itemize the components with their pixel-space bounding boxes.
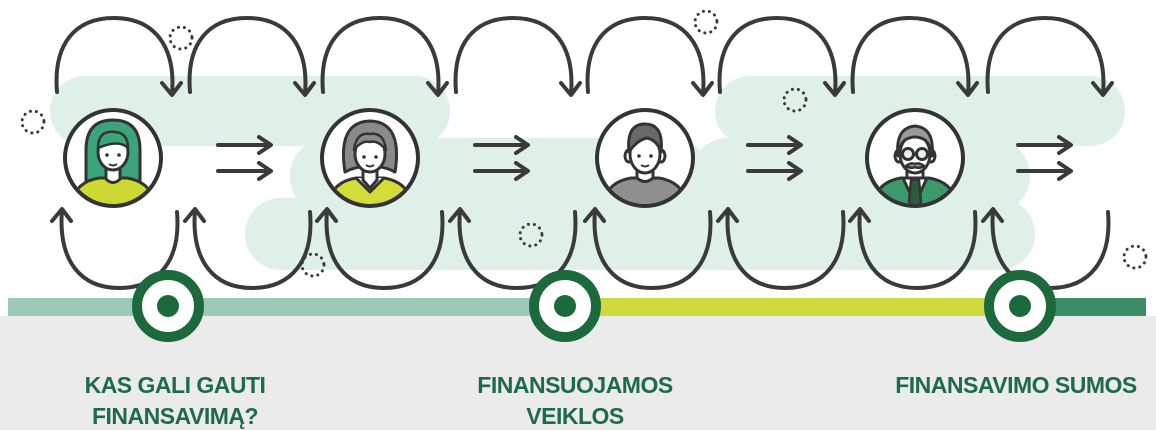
right-arrow-icon [1016,161,1073,181]
section-label-activities[interactable]: FINANSUOJAMOS VEIKLOS [425,370,725,430]
curved-arrow-up-icon [848,207,978,290]
right-arrow-icon [473,135,530,155]
section-label-line: FINANSAVIMO SUMOS [895,372,1137,398]
curved-arrow-down-icon [850,16,979,97]
curved-arrow-down-icon [320,16,449,97]
curved-arrow-down-icon [187,16,316,97]
curved-arrow-up-icon [583,207,713,290]
timeline-segment-1 [8,298,565,316]
section-label-line: FINANSUOJAMOS [477,372,673,398]
man-avatar-icon [595,108,695,208]
timeline-marker-activities[interactable] [529,270,601,342]
elderly-man-avatar-icon [865,108,965,208]
dotted-circle-icon [168,25,194,51]
dotted-circles [20,9,1148,278]
right-arrow-icon [473,161,530,181]
right-arrow-icon [746,161,803,181]
curved-arrow-up-icon [50,207,180,290]
timeline-segment-2 [565,298,1020,316]
curved-arrows [50,16,1114,290]
section-label-line: KAS GALI GAUTI [84,372,266,398]
curved-arrow-up-icon [716,207,846,290]
curved-arrow-down-icon [54,16,183,97]
dotted-circle-icon [20,109,46,135]
curved-arrow-up-icon [448,207,578,290]
section-label-line: VEIKLOS [526,403,624,429]
background-blobs [50,76,1125,270]
curved-arrow-down-icon [985,16,1114,97]
young-woman-avatar-icon [63,108,163,208]
curved-arrow-down-icon [453,16,582,97]
double-arrows [216,135,1073,181]
dotted-circle-icon [693,9,719,35]
curved-arrow-up-icon [315,207,445,290]
curved-arrow-up-icon [183,207,313,290]
timeline-marker-amounts[interactable] [984,270,1056,342]
section-label-line: FINANSAVIMĄ? [91,403,259,429]
timeline-marker-eligibility[interactable] [132,270,204,342]
right-arrow-icon [216,135,273,155]
right-arrow-icon [216,161,273,181]
section-label-amounts[interactable]: FINANSAVIMO SUMOS [880,370,1152,401]
dotted-circle-icon [1122,244,1148,270]
right-arrow-icon [746,135,803,155]
older-woman-avatar-icon [320,108,420,208]
dotted-circle-icon [518,222,544,248]
curved-arrow-down-icon [585,16,714,97]
right-arrow-icon [1016,135,1073,155]
dotted-circle-icon [782,87,808,113]
curved-arrow-down-icon [717,16,846,97]
section-label-eligibility[interactable]: KAS GALI GAUTI FINANSAVIMĄ? [25,370,325,430]
dotted-circle-icon [300,252,326,278]
